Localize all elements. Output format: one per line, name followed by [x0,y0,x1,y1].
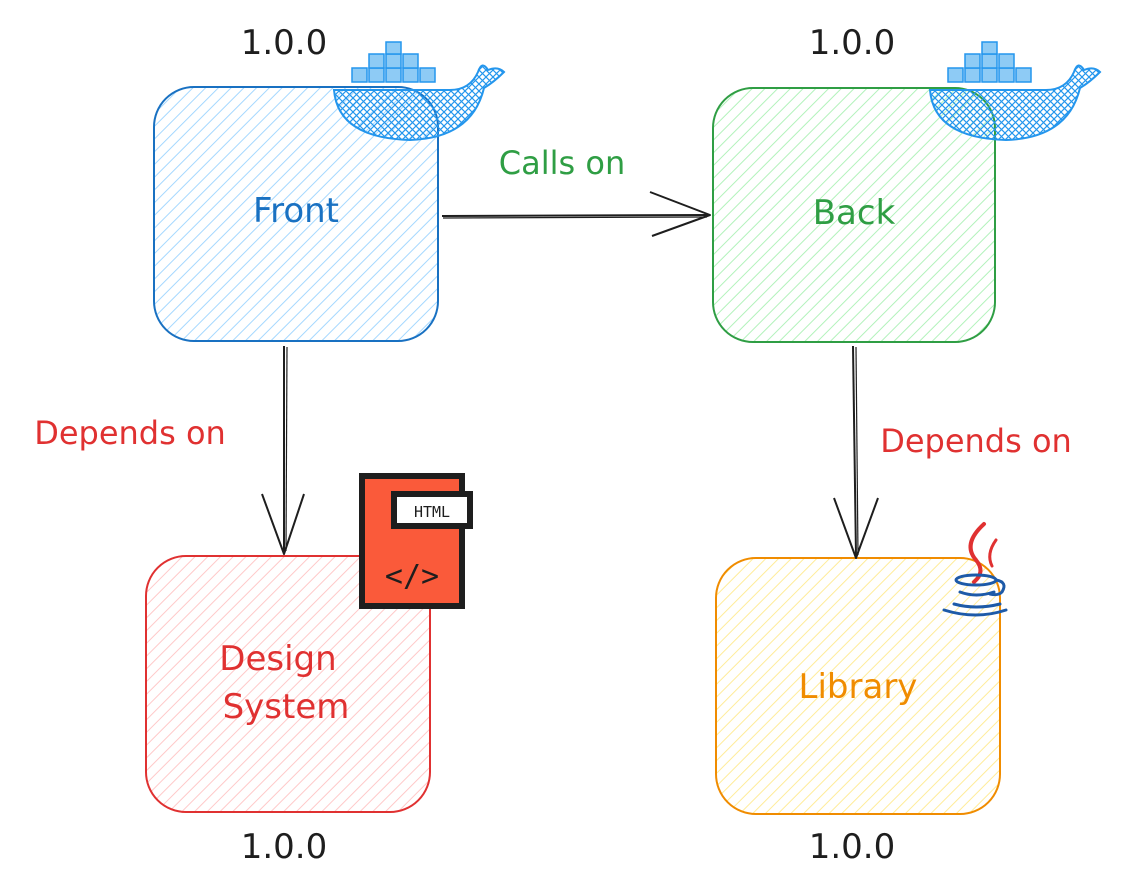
html-code-text: </> [385,559,439,594]
html-file-icon: HTML </> [359,473,473,609]
edge-calls-on-label: Calls on [499,144,625,182]
edge-depends-on-right-label: Depends on [880,422,1072,460]
edge-depends-on-left-label: Depends on [34,414,226,452]
node-library[interactable]: Library [715,557,1001,815]
node-back[interactable]: Back [712,87,996,343]
node-design-system[interactable]: Design System [145,555,431,813]
docker-icon [332,41,506,142]
docker-icon [928,41,1102,142]
node-design-system-version: 1.0.0 [241,827,328,867]
edge-depends-on-left[interactable] [261,346,305,555]
node-design-system-label-line1: Design [219,639,336,679]
node-design-system-label-line2: System [223,687,350,727]
html-tag-text: HTML [414,503,450,521]
node-library-version: 1.0.0 [809,827,896,867]
node-library-label: Library [799,667,918,707]
node-back-version: 1.0.0 [809,23,896,63]
edge-depends-on-right[interactable] [833,345,879,559]
node-front[interactable]: Front [153,86,439,342]
edge-calls-on[interactable] [441,191,711,237]
node-back-label: Back [813,193,896,233]
node-front-version: 1.0.0 [241,23,328,63]
java-icon [942,522,1008,617]
node-front-label: Front [253,191,339,231]
